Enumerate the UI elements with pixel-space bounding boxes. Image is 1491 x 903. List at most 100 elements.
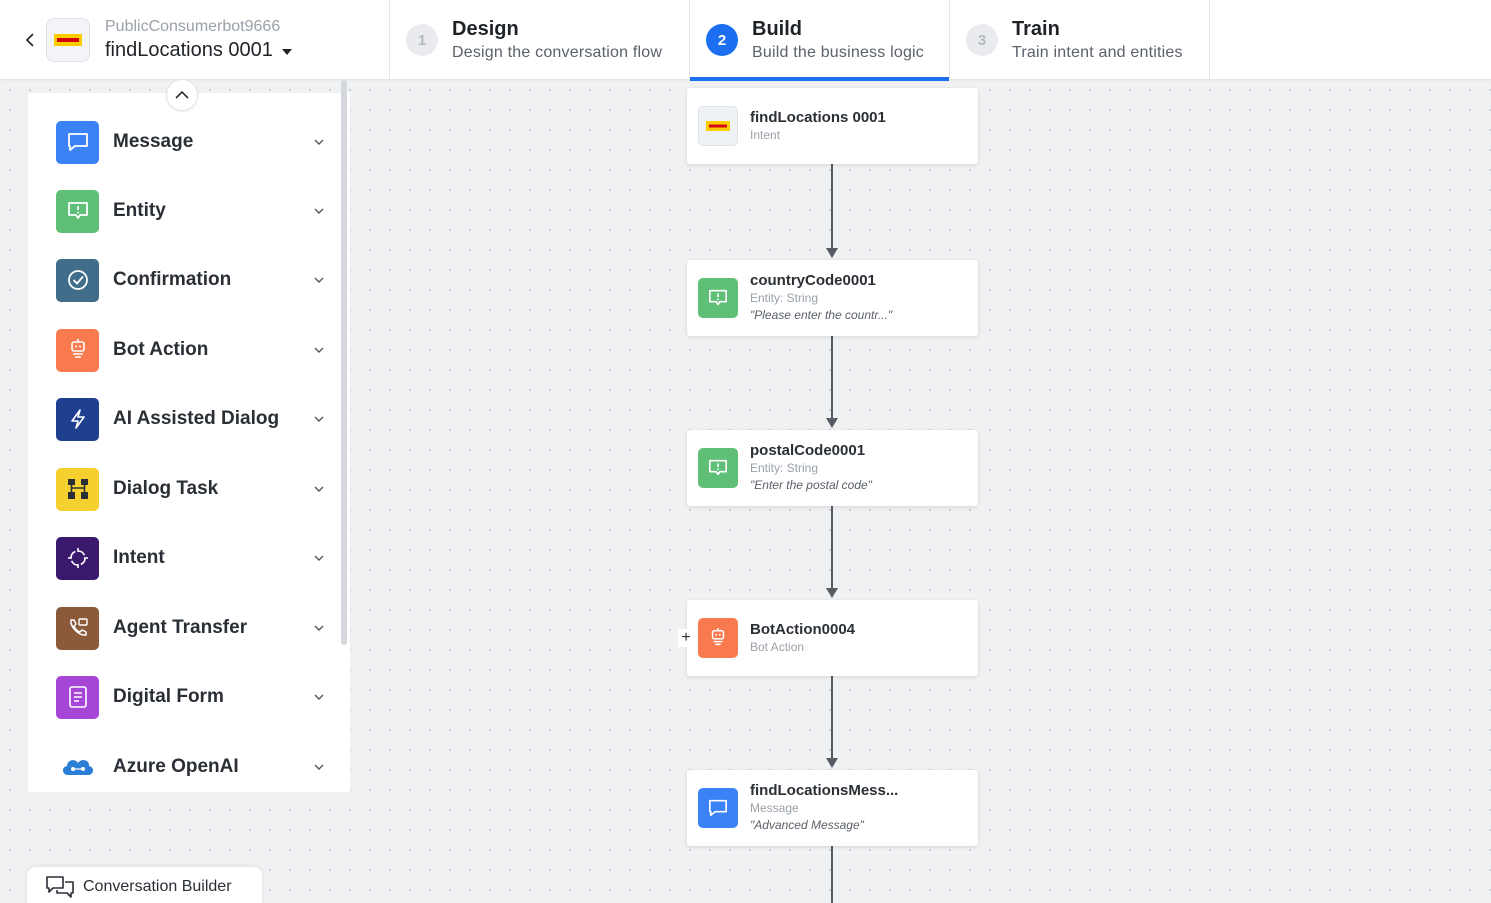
node-title: findLocations 0001: [750, 109, 886, 126]
flow-node-entity[interactable]: postalCode0001 Entity: String "Enter the…: [687, 430, 978, 506]
node-prompt: "Enter the postal code": [750, 478, 872, 492]
palette-item-bot-action[interactable]: Bot Action: [56, 328, 326, 372]
chat-bubbles-icon: [46, 876, 74, 898]
collapse-palette-button[interactable]: [166, 79, 198, 111]
step-number: 1: [406, 24, 438, 56]
flow-node-entity[interactable]: countryCode0001 Entity: String "Please e…: [687, 260, 978, 336]
step-title: Build: [752, 18, 802, 40]
connector-line: [831, 336, 833, 420]
chevron-down-icon: [312, 482, 326, 496]
palette-item-label: Intent: [113, 547, 165, 568]
step-train[interactable]: 3 Train Train intent and entities: [950, 0, 1210, 80]
step-subtitle: Design the conversation flow: [452, 44, 663, 61]
add-node-button[interactable]: +: [678, 629, 694, 647]
entity-icon: [56, 189, 99, 233]
step-number: 3: [966, 24, 998, 56]
step-title: Train: [1012, 18, 1060, 40]
arrow-down-icon: [826, 248, 838, 258]
palette-item-label: Digital Form: [113, 686, 224, 707]
chevron-down-icon: [312, 343, 326, 357]
connector-line: [831, 506, 833, 590]
bot-selector: PublicConsumerbot9666 findLocations 0001: [0, 0, 390, 80]
connector-line: [831, 164, 833, 250]
dhl-logo-icon: [698, 106, 738, 146]
dhl-logo-icon: [54, 34, 82, 46]
palette-scrollbar[interactable]: [341, 80, 347, 645]
node-type: Entity: String: [750, 461, 819, 475]
palette-item-label: Dialog Task: [113, 478, 219, 499]
flow-node-message[interactable]: findLocationsMess... Message "Advanced M…: [687, 770, 978, 846]
arrow-down-icon: [826, 418, 838, 428]
connector-line: [831, 676, 833, 760]
conversation-builder-label: Conversation Builder: [83, 878, 232, 895]
palette-item-label: AI Assisted Dialog: [113, 408, 280, 429]
chevron-up-icon: [175, 91, 189, 99]
palette-item-agent-transfer[interactable]: Agent Transfer: [56, 606, 326, 650]
node-prompt: "Please enter the countr...": [750, 308, 893, 322]
palette-item-label: Message: [113, 131, 194, 152]
bot-name-dropdown[interactable]: findLocations 0001: [105, 37, 292, 63]
azure-openai-icon: [56, 746, 99, 789]
node-palette: Message Entity Confirmation Bot Action A…: [28, 93, 350, 792]
message-icon: [56, 120, 99, 164]
bot-action-icon: [698, 618, 738, 658]
palette-item-label: Azure OpenAI: [113, 756, 239, 777]
step-build[interactable]: 2 Build Build the business logic: [690, 0, 950, 81]
bot-owner: PublicConsumerbot9666: [105, 18, 281, 35]
bot-name-label: findLocations 0001: [105, 39, 273, 61]
confirmation-icon: [56, 258, 99, 302]
node-type: Intent: [750, 128, 781, 142]
node-prompt: "Advanced Message": [750, 818, 864, 832]
arrow-down-icon: [826, 758, 838, 768]
palette-item-intent[interactable]: Intent: [56, 536, 326, 580]
arrow-down-icon: [826, 588, 838, 598]
digital-form-icon: [56, 675, 99, 719]
dialog-task-icon: [56, 467, 99, 511]
palette-item-entity[interactable]: Entity: [56, 189, 326, 233]
step-subtitle: Train intent and entities: [1012, 44, 1183, 61]
chevron-left-icon: [25, 33, 34, 47]
step-design[interactable]: 1 Design Design the conversation flow: [390, 0, 690, 80]
top-header: PublicConsumerbot9666 findLocations 0001…: [0, 0, 1491, 81]
caret-down-icon: [281, 48, 292, 55]
palette-item-digital-form[interactable]: Digital Form: [56, 675, 326, 719]
step-number: 2: [706, 24, 738, 56]
palette-item-dialog-task[interactable]: Dialog Task: [56, 467, 326, 511]
intent-icon: [56, 536, 99, 580]
step-title: Design: [452, 18, 519, 40]
palette-item-confirmation[interactable]: Confirmation: [56, 258, 326, 302]
node-title: postalCode0001: [750, 442, 866, 459]
bot-logo: [46, 18, 90, 62]
palette-item-message[interactable]: Message: [56, 120, 326, 164]
palette-item-label: Confirmation: [113, 269, 232, 290]
node-title: findLocationsMess...: [750, 782, 899, 799]
flow-node-intent[interactable]: findLocations 0001 Intent: [687, 88, 978, 164]
palette-item-azure-openai[interactable]: Azure OpenAI: [56, 745, 326, 789]
node-type: Entity: String: [750, 291, 819, 305]
connector-line: [831, 846, 833, 903]
back-button[interactable]: [20, 30, 40, 50]
chevron-down-icon: [312, 551, 326, 565]
chevron-down-icon: [312, 760, 326, 774]
agent-transfer-icon: [56, 606, 99, 650]
chevron-down-icon: [312, 204, 326, 218]
lightning-icon: [56, 397, 99, 441]
palette-item-label: Entity: [113, 200, 166, 221]
palette-item-label: Agent Transfer: [113, 617, 248, 638]
chevron-down-icon: [312, 412, 326, 426]
chevron-down-icon: [312, 135, 326, 149]
message-icon: [698, 788, 738, 828]
conversation-builder-tab[interactable]: Conversation Builder: [27, 867, 262, 903]
flow-node-bot-action[interactable]: BotAction0004 Bot Action: [687, 600, 978, 676]
chevron-down-icon: [312, 273, 326, 287]
bot-action-icon: [56, 328, 99, 372]
palette-item-ai-assisted-dialog[interactable]: AI Assisted Dialog: [56, 397, 326, 441]
entity-icon: [698, 278, 738, 318]
node-title: BotAction0004: [750, 621, 856, 638]
palette-item-label: Bot Action: [113, 339, 209, 360]
entity-icon: [698, 448, 738, 488]
chevron-down-icon: [312, 621, 326, 635]
step-subtitle: Build the business logic: [752, 44, 925, 61]
node-title: countryCode0001: [750, 272, 876, 289]
node-type: Message: [750, 801, 799, 815]
